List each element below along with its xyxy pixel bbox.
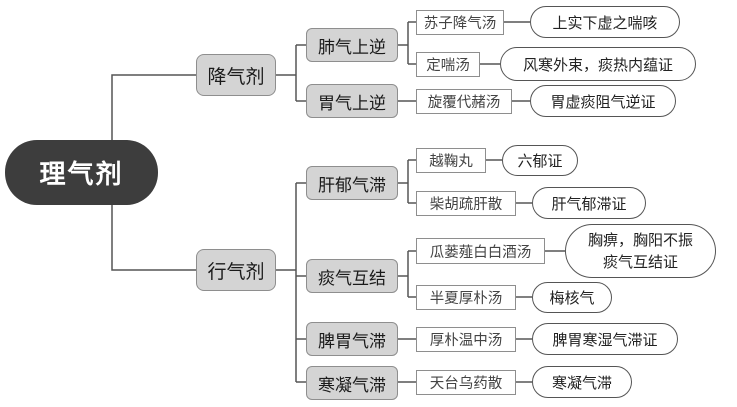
formula-xuanfu-daizhe-tang: 旋覆代赭汤: [416, 89, 512, 114]
indication-meihe-qi: 梅核气: [532, 282, 612, 313]
indication-hanning-qizhi: 寒凝气滞: [532, 366, 632, 398]
subgroup-piwei-qizhi: 脾胃气滞: [306, 322, 398, 356]
formula-yueju-wan: 越鞠丸: [416, 148, 486, 173]
formula-banxia-houpu-tang: 半夏厚朴汤: [416, 285, 516, 310]
indication-shangshi-xiaxu: 上实下虚之喘咳: [530, 6, 680, 38]
branch-xingqi: 行气剂: [196, 249, 276, 291]
subgroup-feiqi-shangni: 肺气上逆: [306, 28, 398, 62]
subgroup-weiqi-shangni: 胃气上逆: [306, 84, 398, 118]
indication-fenghan-tanre: 风寒外束，痰热内蕴证: [500, 47, 696, 81]
formula-gualou-xiebai-baijiu-tang: 瓜蒌薤白白酒汤: [416, 238, 545, 264]
indication-piwei-hanshi: 脾胃寒湿气滞证: [532, 323, 678, 355]
formula-houpu-wenzhong-tang: 厚朴温中汤: [416, 327, 516, 352]
indication-ganqi-yuzhi: 肝气郁滞证: [532, 187, 646, 219]
branch-jiangqi: 降气剂: [196, 54, 276, 96]
subgroup-tanqi-hujie: 痰气互结: [306, 259, 398, 293]
indication-line: 痰气互结证: [602, 253, 678, 271]
subgroup-hanning-qizhi: 寒凝气滞: [306, 366, 398, 400]
indication-weixu-tanzu: 胃虚痰阻气逆证: [530, 85, 676, 117]
subgroup-ganyu-qizhi: 肝郁气滞: [306, 166, 398, 200]
formula-dingchuan-tang: 定喘汤: [416, 52, 480, 77]
indication-line: 胸痹，胸阳不振: [587, 231, 693, 249]
formula-chaihu-shugan-san: 柴胡疏肝散: [416, 191, 516, 216]
formula-tiantai-wuyao-san: 天台乌药散: [416, 370, 516, 395]
formula-suzi-jiangqi-tang: 苏子降气汤: [416, 10, 504, 35]
root-node: 理气剂: [5, 140, 158, 205]
indication-xiongbi-tanqi: 胸痹，胸阳不振 痰气互结证: [565, 224, 716, 278]
indication-liuyu-zheng: 六郁证: [502, 145, 578, 176]
